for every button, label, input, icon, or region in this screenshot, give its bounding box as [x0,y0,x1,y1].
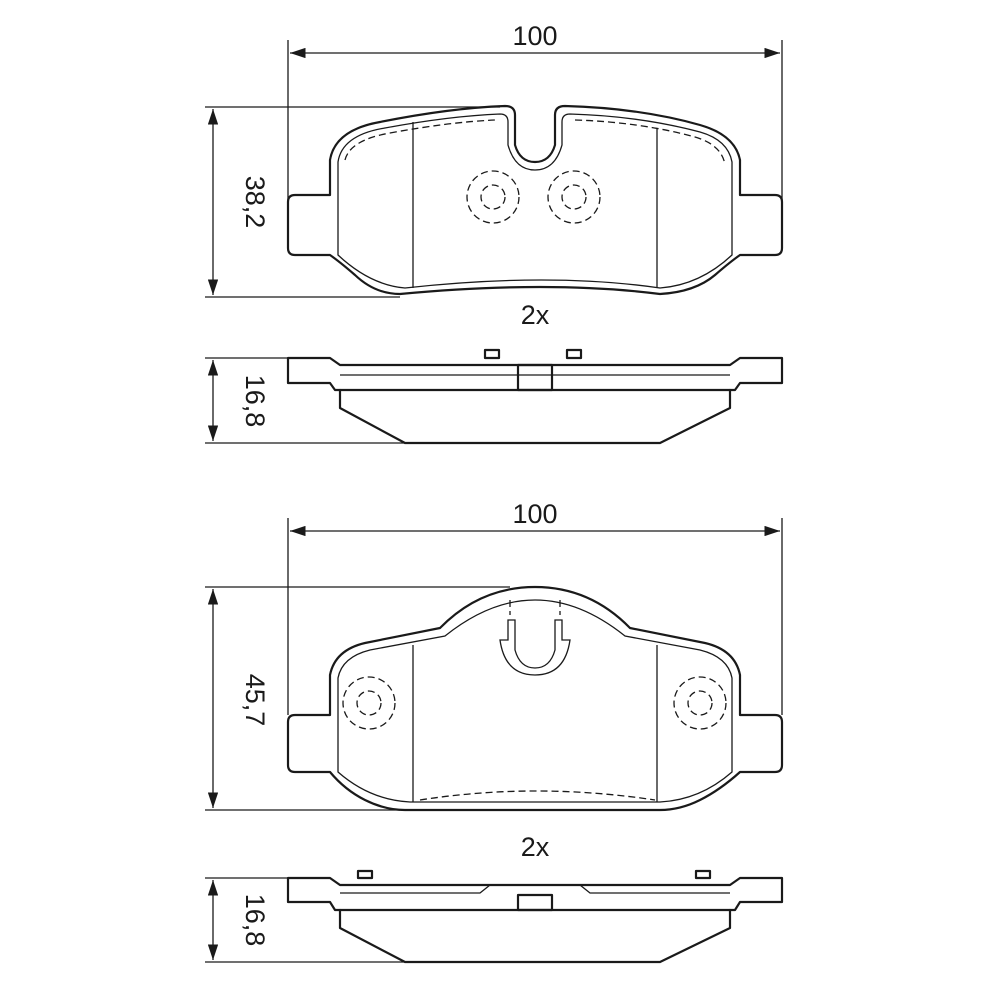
mounting-hole-right [673,676,727,730]
top-pad-side-view: 16,8 [205,348,784,445]
mounting-hole-right [547,170,601,224]
bottom-pad-side-view: 16,8 [205,869,784,964]
backing-plate-outline [286,104,784,296]
mounting-hole-left [466,170,520,224]
height-label: 45,7 [240,674,270,727]
mounting-hole-left [342,676,396,730]
quantity-label: 2x [521,832,550,862]
thickness-label: 16,8 [240,894,270,947]
bottom-pad-front-view: 100 45,7 2x [205,499,784,862]
width-label: 100 [512,499,557,529]
width-label: 100 [512,21,557,51]
height-label: 38,2 [240,176,270,229]
thickness-label: 16,8 [240,375,270,428]
top-pad-front-view: 100 38,2 2x [205,21,784,330]
quantity-label: 2x [521,300,550,330]
